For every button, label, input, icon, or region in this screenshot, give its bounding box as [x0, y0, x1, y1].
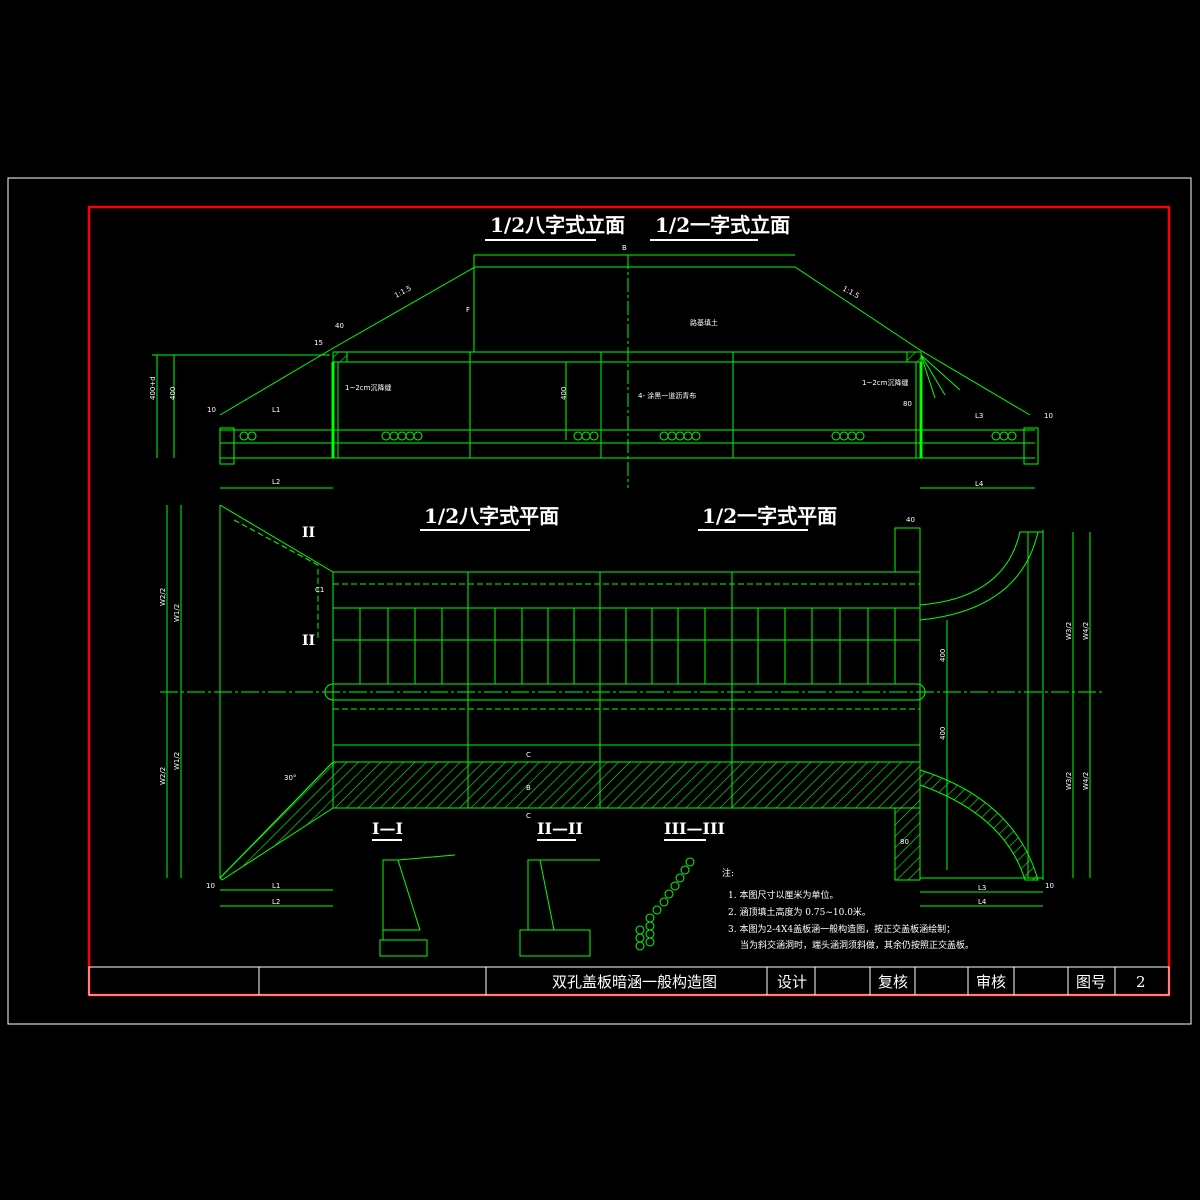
svg-text:C1: C1 [315, 586, 324, 594]
note-3: 3. 本图为2-4X4盖板涵一般构造图，按正交盖板涵绘制； [728, 923, 955, 935]
svg-text:W4/2: W4/2 [1082, 772, 1090, 790]
svg-text:W4/2: W4/2 [1082, 622, 1090, 640]
drawing-frame [87, 205, 1171, 997]
svg-text:B: B [526, 784, 531, 792]
barrel-hatch [332, 761, 921, 809]
section-1-title: I—I [372, 819, 403, 838]
review-label: 审核 [976, 973, 1006, 991]
svg-text:L4: L4 [978, 898, 987, 906]
cut-mark-II-bottom: II [302, 633, 315, 649]
svg-text:400: 400 [169, 387, 177, 400]
svg-text:L1: L1 [272, 882, 280, 890]
apron-right [1023, 427, 1039, 465]
svg-text:80: 80 [903, 400, 912, 408]
drawing-no-label: 图号 [1076, 973, 1106, 991]
cut-mark-II-top: II [302, 525, 315, 541]
svg-text:W1/2: W1/2 [173, 752, 181, 770]
title-elev-right: 1/2一字式立面 [655, 213, 790, 237]
elevation-view [152, 254, 1039, 489]
svg-text:B: B [622, 244, 627, 252]
svg-text:10: 10 [1044, 412, 1053, 420]
svg-text:W3/2: W3/2 [1065, 772, 1073, 790]
svg-text:1:1.5: 1:1.5 [393, 284, 413, 299]
svg-text:10: 10 [1045, 882, 1054, 890]
svg-text:L3: L3 [975, 412, 983, 420]
wing-right-top [894, 527, 921, 620]
apron-left [219, 427, 235, 465]
quarter-cone-top [919, 531, 1039, 621]
drawing-title: 双孔盖板暗涵一般构造图 [552, 973, 717, 991]
title-plan-left: 1/2八字式平面 [424, 504, 559, 528]
section-2-title: II—II [537, 819, 583, 838]
view-titles: 1/2八字式立面 1/2一字式立面 1/2八字式平面 1/2一字式平面 [420, 213, 837, 531]
svg-text:L1: L1 [272, 406, 280, 414]
note-2: 2. 涵顶填土高度为 0.75~10.0米。 [728, 906, 871, 918]
slab-hatch-left [332, 351, 348, 363]
embankment-outline [219, 266, 1031, 416]
plan-view [160, 504, 1105, 907]
svg-text:400: 400 [939, 727, 947, 740]
plan-labels: W2/2 W1/2 W1/2 W2/2 W3/2 W4/2 W3/2 W4/2 … [159, 516, 1090, 906]
section-3-stones [635, 857, 695, 951]
svg-text:15: 15 [314, 339, 323, 347]
svg-text:400+d: 400+d [149, 376, 157, 400]
svg-text:80: 80 [900, 838, 909, 846]
section-views [379, 854, 695, 957]
svg-text:W1/2: W1/2 [173, 604, 181, 622]
design-label: 设计 [777, 973, 807, 991]
svg-text:W2/2: W2/2 [159, 588, 167, 606]
check-label: 复核 [878, 973, 908, 991]
svg-text:L2: L2 [272, 898, 280, 906]
svg-text:10: 10 [207, 406, 216, 414]
wing-left-hatch [219, 760, 334, 881]
svg-text:400: 400 [560, 387, 568, 400]
svg-text:L3: L3 [978, 884, 986, 892]
section-titles: I—I II—II III—III II II [302, 525, 725, 841]
section-2-shape [527, 859, 555, 931]
svg-text:4- 涂黑一道沥青布: 4- 涂黑一道沥青布 [638, 391, 696, 400]
title-elev-left: 1/2八字式立面 [490, 213, 625, 237]
cover-slab [332, 351, 922, 363]
svg-text:C: C [526, 812, 531, 820]
notes-block: 注: 1. 本图尺寸以厘米为单位。 2. 涵顶填土高度为 0.75~10.0米。… [722, 867, 974, 951]
slab-hatch-right [906, 351, 922, 363]
svg-text:路基填土: 路基填土 [690, 318, 718, 327]
svg-text:10: 10 [206, 882, 215, 890]
svg-text:30°: 30° [284, 774, 296, 782]
svg-text:F: F [466, 306, 470, 314]
section-3-title: III—III [664, 819, 725, 838]
slab-ribs [359, 608, 896, 684]
section-1-shape [382, 859, 421, 931]
svg-text:C: C [526, 751, 531, 759]
wing-left-top [219, 504, 334, 640]
riprap-stones [239, 431, 1017, 441]
sheet-border [7, 177, 1192, 1025]
notes-head: 注: [722, 867, 734, 879]
svg-text:40: 40 [335, 322, 344, 330]
svg-text:1~2cm沉降缝: 1~2cm沉降缝 [345, 383, 391, 392]
svg-text:400: 400 [939, 649, 947, 662]
drawing-no: 2 [1136, 973, 1146, 991]
svg-text:L4: L4 [975, 480, 984, 488]
title-block: 双孔盖板暗涵一般构造图 设计 复核 审核 图号 2 [88, 966, 1170, 996]
svg-text:1~2cm沉降缝: 1~2cm沉降缝 [862, 378, 908, 387]
center-pier [324, 683, 926, 701]
svg-text:W3/2: W3/2 [1065, 622, 1073, 640]
svg-text:L2: L2 [272, 478, 280, 486]
svg-text:40: 40 [906, 516, 915, 524]
note-1: 1. 本图尺寸以厘米为单位。 [728, 889, 838, 901]
svg-text:W2/2: W2/2 [159, 767, 167, 785]
svg-text:1:1.5: 1:1.5 [841, 285, 861, 300]
title-plan-right: 1/2一字式平面 [702, 504, 837, 528]
quarter-cone-bottom [919, 769, 1039, 881]
note-4: 当为斜交涵洞时，端头涵洞须斜做，其余仍按照正交盖板。 [740, 939, 974, 951]
